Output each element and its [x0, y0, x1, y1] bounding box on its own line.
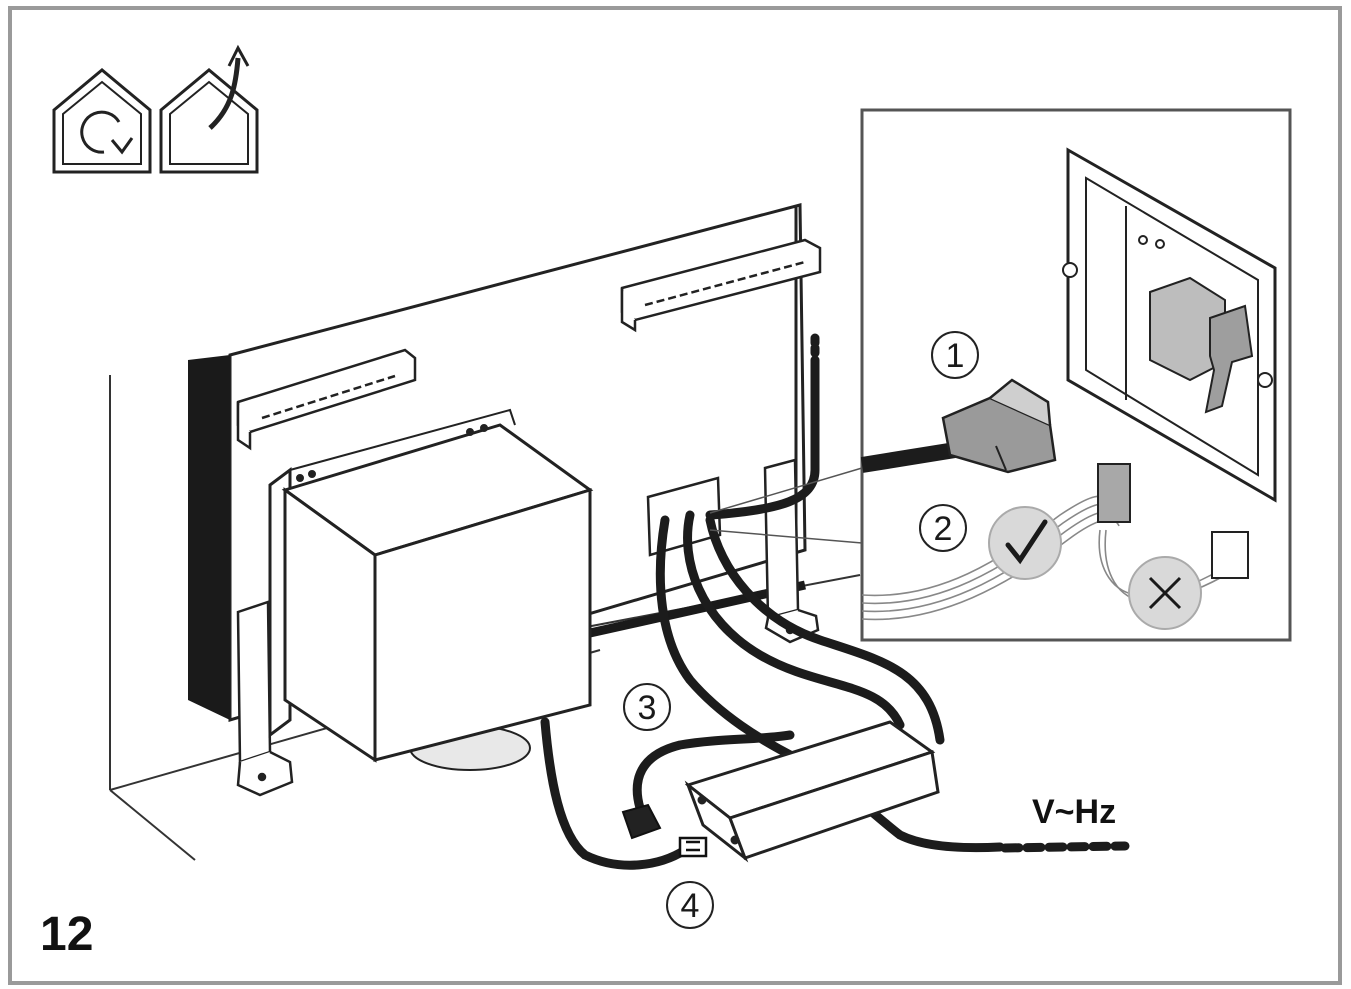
- extraction-mode-icon: [159, 44, 259, 174]
- callout-1: 1: [931, 331, 979, 379]
- floor-bracket-left: [236, 600, 294, 797]
- check-mark-icon: [1005, 519, 1048, 565]
- connector-3: [621, 803, 662, 840]
- wall-bracket-right: [620, 238, 822, 333]
- recirculation-mode-icon: [52, 68, 152, 174]
- callout-1-label: 1: [946, 337, 965, 375]
- callout-3-label: 3: [638, 689, 657, 727]
- cross-mark-indicator: [1128, 556, 1202, 630]
- power-supply-unit: [684, 720, 940, 863]
- page-border: [8, 6, 1342, 985]
- motor-box: [268, 408, 594, 771]
- callout-4: 4: [666, 881, 714, 929]
- detail-leader-lines: [709, 467, 863, 544]
- check-mark-indicator: [988, 506, 1062, 580]
- connector-4: [678, 836, 708, 858]
- callout-2: 2: [919, 504, 967, 552]
- callout-2-label: 2: [934, 510, 953, 548]
- detail-inset: [860, 108, 1292, 642]
- callout-4-label: 4: [681, 887, 700, 925]
- power-label: V~Hz: [1032, 793, 1116, 831]
- cross-mark-icon: [1148, 576, 1182, 610]
- wall-bracket-left: [236, 348, 417, 451]
- step-number: 12: [40, 908, 93, 961]
- callout-3: 3: [623, 683, 671, 731]
